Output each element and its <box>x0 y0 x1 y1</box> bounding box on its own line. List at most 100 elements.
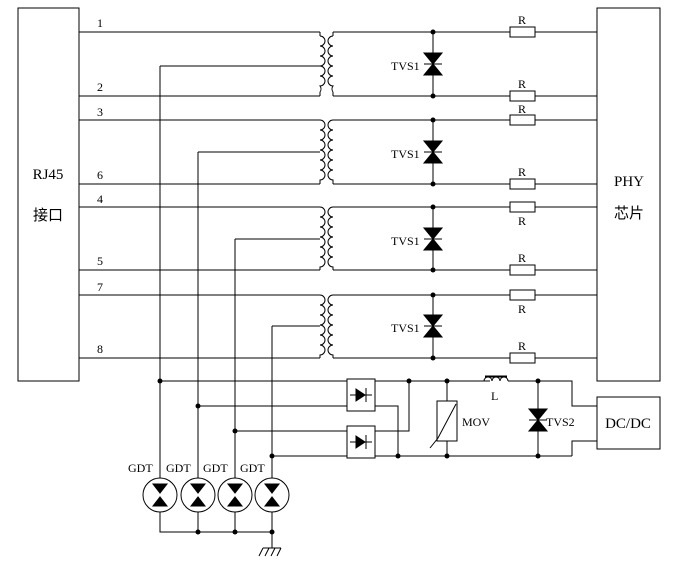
resistor-label: R <box>518 13 526 27</box>
gdt-tube <box>217 477 253 513</box>
tvs1-label: TVS1 <box>391 321 420 335</box>
line-pin7-pin8 <box>79 294 320 359</box>
diode-triangle <box>355 435 366 449</box>
gas-discharge-tubes: GDT GDT GDT GDT <box>128 461 290 557</box>
gdt-tube <box>254 477 290 513</box>
tvs1-label: TVS1 <box>391 234 420 248</box>
junction-dot <box>535 378 541 384</box>
line-pin3-pin6 <box>79 119 320 185</box>
tvs-diode <box>422 325 444 338</box>
tvs-diode <box>422 151 444 164</box>
ground-icon <box>258 547 282 557</box>
tvs2-diode <box>527 419 549 432</box>
resistor-to-phy <box>535 119 597 185</box>
gdt-label: GDT <box>128 461 153 475</box>
junction-dot <box>535 453 541 459</box>
power-section: MOV L TVS2 <box>160 375 597 459</box>
transformer-secondary <box>327 206 334 270</box>
tvs-diode <box>422 63 444 76</box>
pin-label: 1 <box>97 16 103 30</box>
junction-dot <box>430 204 436 210</box>
phy-chip-block <box>596 7 661 382</box>
inductor <box>483 376 509 382</box>
tvs2-diode <box>527 408 549 421</box>
resistor <box>509 114 536 126</box>
junction-dot <box>269 529 275 535</box>
tvs-diode <box>422 314 444 327</box>
secondary-lines <box>333 119 510 185</box>
resistor-to-phy <box>535 206 597 271</box>
resistor-label: R <box>518 251 526 265</box>
rj45-sublabel: 接口 <box>33 207 63 224</box>
wire <box>508 380 597 407</box>
rj45-connector-block <box>17 7 80 382</box>
tvs-diode <box>422 238 444 251</box>
resistor <box>509 201 536 213</box>
resistor-label: R <box>518 214 526 228</box>
transformer-secondary <box>327 294 334 358</box>
pin-label: 7 <box>97 280 103 294</box>
gdt-tube <box>180 477 216 513</box>
junction-dot <box>430 292 436 298</box>
junction-dot <box>430 93 436 99</box>
junction-dot <box>430 355 436 361</box>
junction-dot <box>430 267 436 273</box>
center-tap-verticals <box>157 66 275 478</box>
transformer-primary <box>319 206 326 270</box>
signal-channels <box>79 31 597 359</box>
phy-label: PHY <box>614 174 644 190</box>
mov-slash <box>429 403 457 449</box>
tvs1-diodes: TVS1 TVS1 TVS1 TVS1 <box>391 29 444 361</box>
pin-label: 2 <box>97 80 103 94</box>
secondary-lines <box>332 31 510 97</box>
resistor <box>509 90 536 102</box>
resistor-to-phy <box>535 31 597 97</box>
pin-label: 6 <box>97 168 103 182</box>
rj45-label: RJ45 <box>33 167 64 183</box>
secondary-lines <box>333 294 510 359</box>
transformer-primary <box>319 294 326 358</box>
secondary-lines <box>333 206 510 271</box>
tvs1-label: TVS1 <box>391 147 420 161</box>
resistor <box>509 352 536 364</box>
ground-bus <box>159 512 273 548</box>
tvs2-label: TVS2 <box>546 415 575 429</box>
junction-dot <box>195 529 201 535</box>
line-pin1-pin2 <box>79 31 320 97</box>
resistors: R R R R R R R R <box>509 13 536 364</box>
resistor-label: R <box>518 302 526 316</box>
pin-label: 5 <box>97 254 103 268</box>
resistor <box>509 178 536 190</box>
gdt-tube <box>142 477 178 513</box>
mov-label: MOV <box>462 415 490 429</box>
resistor-label: R <box>518 102 526 116</box>
junction-dot <box>430 29 436 35</box>
dcdc-label: DC/DC <box>605 416 651 432</box>
transformer-primary <box>319 119 326 184</box>
gdt-label: GDT <box>166 461 191 475</box>
pin-numbers: 1 2 3 6 4 5 7 8 <box>97 16 103 356</box>
resistor-label: R <box>518 339 526 353</box>
resistor-to-phy <box>535 294 597 359</box>
resistor-label: R <box>518 165 526 179</box>
transformer-primary <box>319 35 326 93</box>
junction-dot <box>395 453 401 459</box>
wire <box>571 440 597 456</box>
wire <box>375 381 410 432</box>
tvs1-label: TVS1 <box>391 59 420 73</box>
pin-label: 8 <box>97 342 103 356</box>
pin-label: 3 <box>97 105 103 119</box>
junction-dot <box>444 378 450 384</box>
inductor-label: L <box>491 389 498 403</box>
diode-triangle <box>355 388 366 402</box>
junction-dot <box>430 181 436 187</box>
gdt-label: GDT <box>203 461 228 475</box>
resistor <box>509 264 536 276</box>
resistor <box>509 26 536 38</box>
transformer-secondary <box>327 119 334 184</box>
resistor-label: R <box>518 77 526 91</box>
wire <box>375 405 399 456</box>
tvs-diode <box>422 52 444 65</box>
junction-dot <box>232 529 238 535</box>
resistor <box>509 289 536 301</box>
